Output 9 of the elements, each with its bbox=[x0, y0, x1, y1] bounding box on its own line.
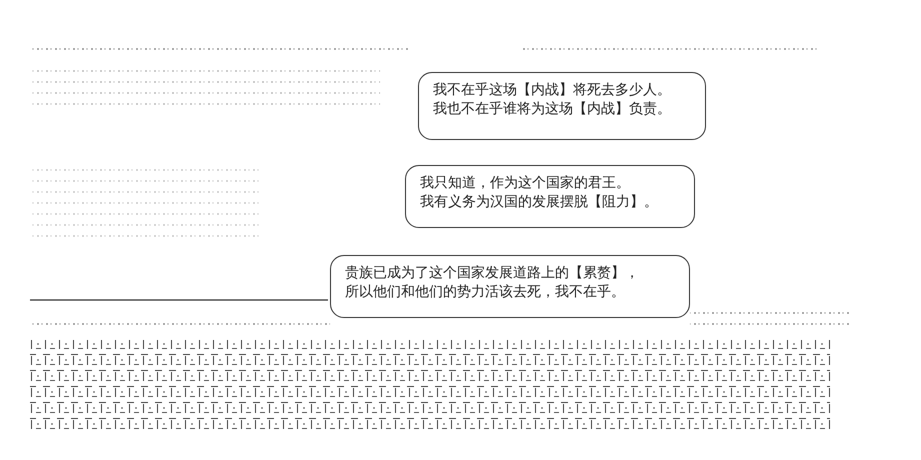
speech-bubble bbox=[405, 165, 695, 228]
speech-bubble bbox=[330, 255, 690, 318]
dialogue-text: 贵族已成为了这个国家发展道路上的【累赘】， bbox=[345, 264, 640, 283]
dialogue-text: 我有义务为汉国的发展摆脱【阻力】。 bbox=[420, 193, 659, 212]
dialogue-text: 所以他们和他们的势力活该去死，我不在乎。 bbox=[345, 283, 626, 302]
speech-bubble bbox=[418, 72, 706, 140]
dialogue-text: 我不在乎这场【内战】将死去多少人。 bbox=[433, 81, 672, 100]
dialogue-text: 我只知道，作为这个国家的君王。 bbox=[420, 174, 631, 193]
dialogue-text: 我也不在乎谁将为这场【内战】负责。 bbox=[433, 100, 672, 119]
